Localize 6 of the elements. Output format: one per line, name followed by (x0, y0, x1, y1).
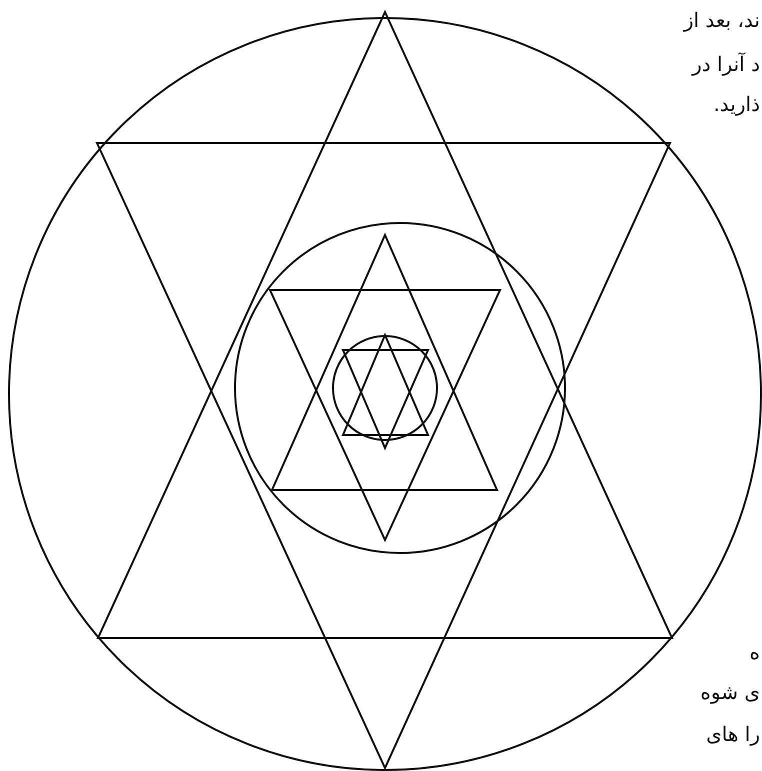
handwritten-note: ند، بعد از (684, 8, 760, 32)
handwritten-note: ه (750, 640, 760, 664)
handwritten-note: ذارید. (713, 92, 760, 116)
handwritten-note: ی شوه (700, 680, 760, 704)
handwritten-note: د آنرا در (692, 52, 760, 76)
handwritten-note: را های (706, 722, 760, 746)
